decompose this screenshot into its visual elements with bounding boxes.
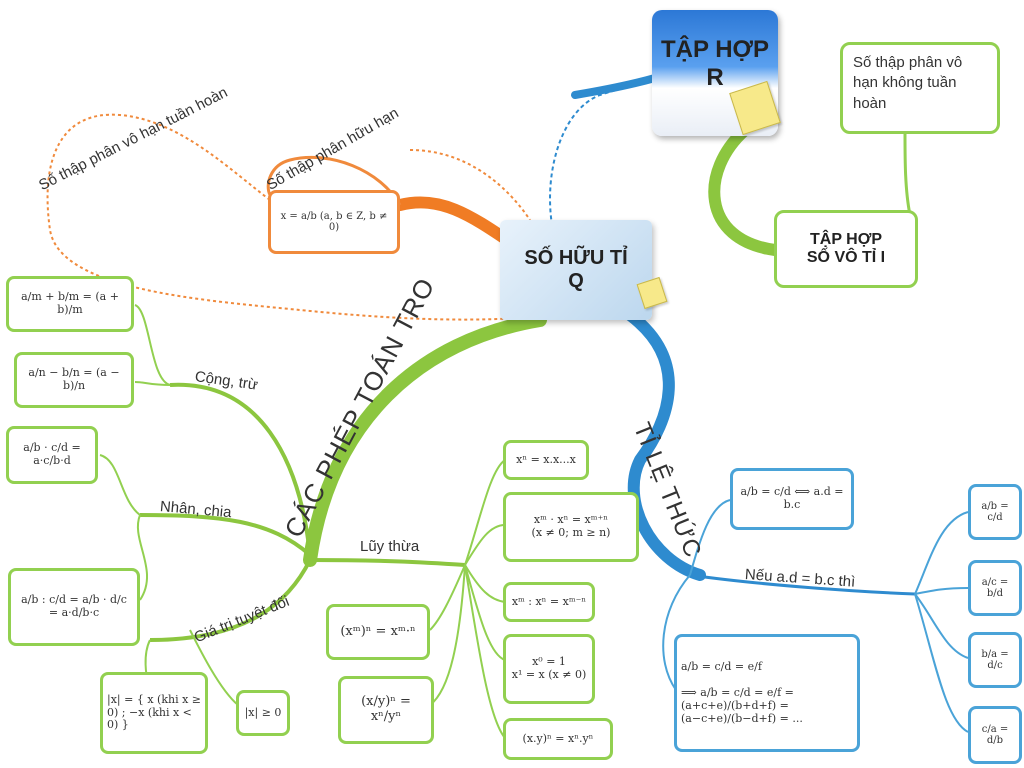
tap-r-line1: TẬP HỢP — [660, 36, 770, 63]
green-cong-tru — [169, 382, 312, 556]
blue-to-r4 — [914, 593, 969, 733]
formula-ratio-2[interactable]: a/c = b/d — [968, 560, 1022, 616]
green-pow-4 — [464, 564, 506, 661]
orange-line-huu-han — [266, 155, 402, 206]
green-pow-1 — [464, 459, 506, 566]
green-to-chia — [136, 514, 149, 601]
green-pow-5 — [464, 564, 506, 739]
blue-to-day — [662, 574, 691, 691]
green-link-r-to-voti — [708, 124, 781, 256]
blue-neu — [689, 573, 916, 596]
blue-to-def — [689, 499, 731, 576]
formula-ti-le-def[interactable]: a/b = c/d ⟺ a.d = b.c — [730, 468, 854, 530]
green-pow-3 — [464, 564, 506, 603]
central-line1: SỐ HỮU TỈ — [524, 247, 628, 269]
orange-dashed-loop — [409, 149, 531, 221]
formula-pow-pow[interactable]: (xᵐ)ⁿ = xᵐ·ⁿ — [326, 604, 430, 660]
green-pow-6 — [429, 564, 466, 631]
formula-ratio-3[interactable]: b/a = d/c — [968, 632, 1022, 688]
green-pow-2 — [464, 524, 506, 566]
formula-pow-xy[interactable]: (x.y)ⁿ = xⁿ.yⁿ — [503, 718, 613, 760]
blue-to-r1 — [914, 511, 969, 595]
formula-abs-ge[interactable]: |x| ≥ 0 — [236, 690, 290, 736]
blue-to-r2 — [914, 587, 969, 595]
blue-main-branch — [624, 309, 706, 581]
green-nhan-chia — [139, 513, 312, 557]
formula-pow-div-cond: (x ≠ 0; m ≥ n) — [531, 526, 611, 539]
formula-pow-mul-text: xᵐ · xⁿ = xᵐ⁺ⁿ — [533, 513, 609, 527]
voti-line2: SỐ VÔ TỈ I — [806, 249, 886, 266]
green-to-cong — [134, 304, 171, 386]
node-tap-hop-so-vo-ti[interactable]: TẬP HỢP SỐ VÔ TỈ I — [774, 210, 918, 288]
formula-pow-mul[interactable]: xᵐ · xⁿ = xᵐ⁺ⁿ (x ≠ 0; m ≥ n) — [503, 492, 639, 562]
tap-r-line2: R — [706, 64, 724, 91]
formula-pow-zero-one[interactable]: x⁰ = 1 x¹ = x (x ≠ 0) — [503, 634, 595, 704]
formula-day-line2: ⟹ a/b = c/d = e/f = (a+c+e)/(b+d+f) = (a… — [681, 686, 803, 725]
green-gia-tri — [149, 559, 312, 642]
label-luy-thua: Lũy thừa — [360, 538, 420, 555]
orange-line-vo-han — [46, 113, 521, 321]
formula-cong[interactable]: a/m + b/m = (a + b)/m — [6, 276, 134, 332]
formula-day-ti-so[interactable]: a/b = c/d = e/f ⟹ a/b = c/d = e/f = (a+c… — [674, 634, 860, 752]
green-main-branch — [303, 313, 547, 567]
formula-definition-q[interactable]: x = a/b (a, b ∈ Z, b ≠ 0) — [268, 190, 400, 254]
blue-link-to-r — [549, 79, 656, 241]
blue-head-to-r — [571, 74, 659, 99]
formula-ratio-1[interactable]: a/b = c/d — [968, 484, 1022, 540]
formula-pow-def[interactable]: xⁿ = x.x...x — [503, 440, 589, 480]
blue-to-r3 — [914, 593, 969, 659]
formula-pow-one: x¹ = x (x ≠ 0) — [511, 668, 587, 681]
orange-main-branch — [394, 196, 516, 248]
green-to-tru — [134, 381, 171, 386]
central-node-so-huu-ti[interactable]: SỐ HỮU TỈ Q — [500, 220, 652, 320]
node-tap-hop-r[interactable]: TẬP HỢP R — [652, 10, 778, 136]
formula-ratio-4[interactable]: c/a = d/b — [968, 706, 1022, 764]
green-pow-7 — [429, 564, 466, 706]
formula-pow-frac[interactable]: (x/y)ⁿ = xⁿ/yⁿ — [338, 676, 434, 744]
green-to-nhan — [99, 454, 141, 516]
formula-abs-def[interactable]: |x| = { x (khi x ≥ 0) ; −x (khi x < 0) } — [100, 672, 208, 754]
formula-pow-prod[interactable]: xᵐ : xⁿ = xᵐ⁻ⁿ — [503, 582, 595, 622]
formula-nhan[interactable]: a/b · c/d = a·c/b·d — [6, 426, 98, 484]
formula-tru[interactable]: a/n − b/n = (a − b)/n — [14, 352, 134, 408]
green-luy-thua — [309, 558, 466, 567]
formula-day-line1: a/b = c/d = e/f — [681, 659, 762, 673]
formula-pow-zero: x⁰ = 1 — [532, 655, 566, 669]
central-line2: Q — [568, 270, 584, 292]
green-link-voti-to-vohan — [903, 133, 912, 216]
node-vo-han-khong-tuan-hoan[interactable]: Số thập phân vô hạn không tuần hoàn — [840, 42, 1000, 134]
green-to-abs-ge — [189, 629, 239, 706]
voti-line1: TẬP HỢP — [809, 231, 883, 248]
formula-chia[interactable]: a/b : c/d = a/b · d/c = a·d/b·c — [8, 568, 140, 646]
